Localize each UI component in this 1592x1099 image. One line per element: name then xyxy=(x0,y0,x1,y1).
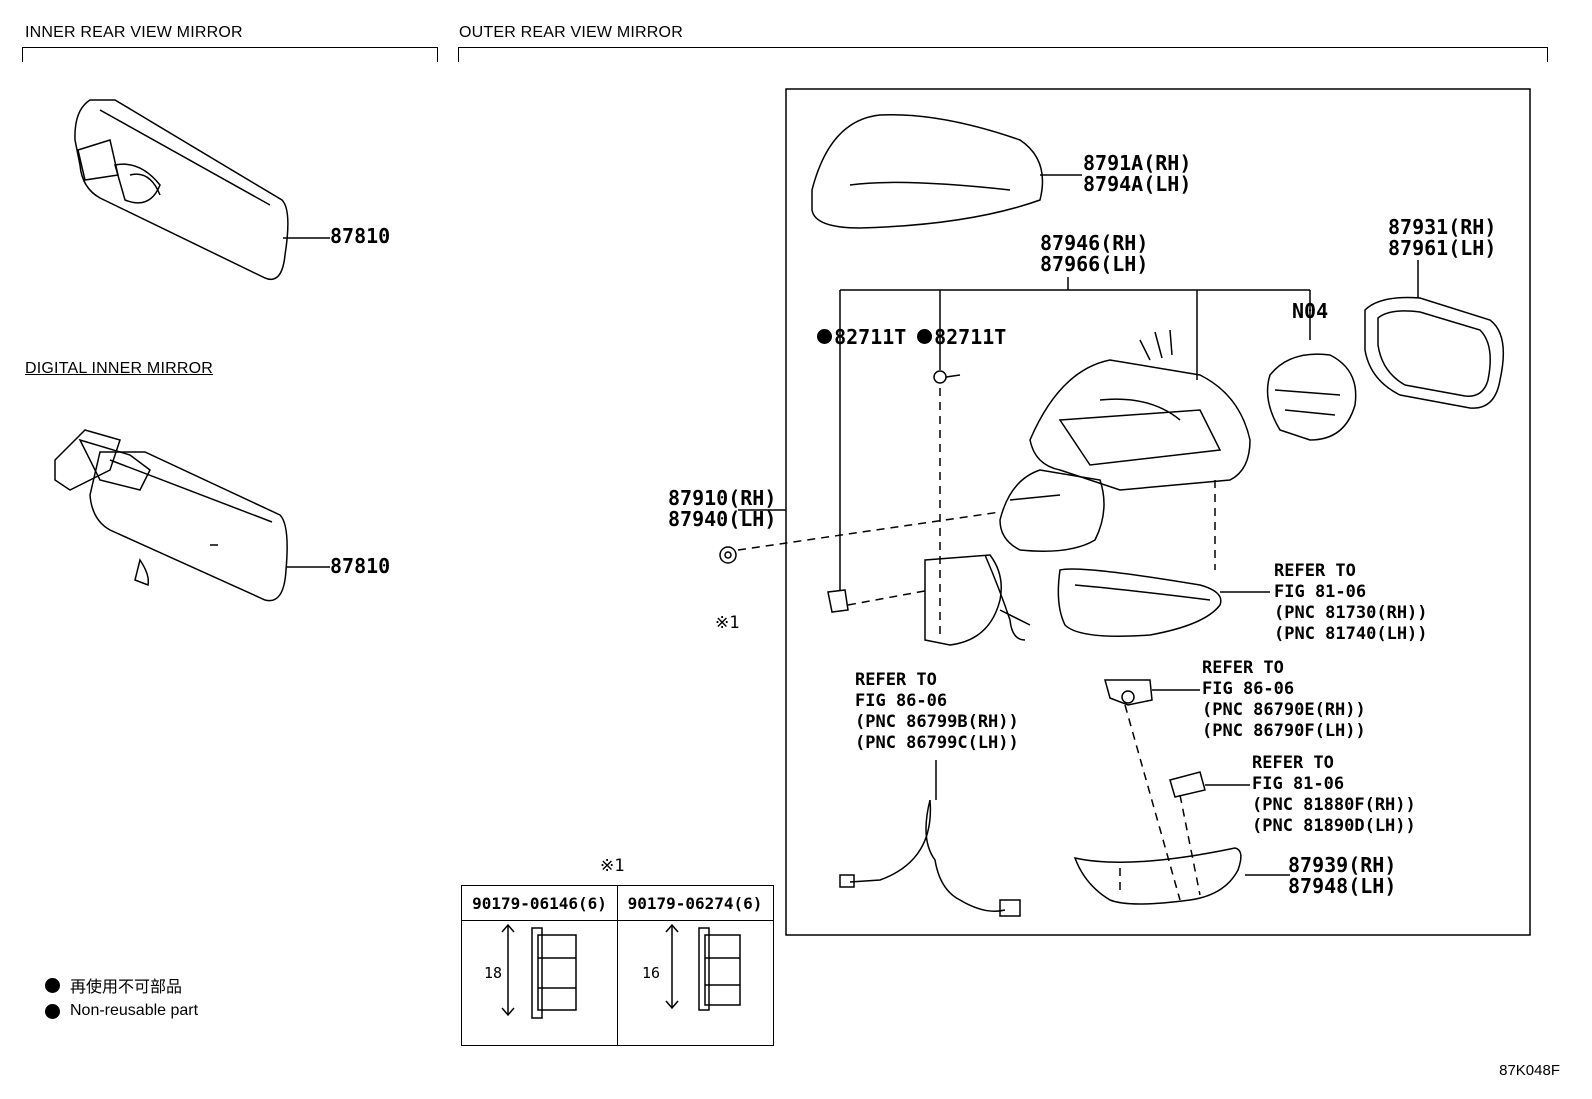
digital-mirror-section-title: DIGITAL INNER MIRROR xyxy=(25,360,214,377)
part-number-mirror-cover[interactable]: 8791A(RH) 8794A(LH) xyxy=(1083,151,1192,196)
legend-text-en: Non-reusable part xyxy=(70,1002,199,1019)
part-number-mirror-sub-assy[interactable]: 87946(RH) 87966(LH) xyxy=(1040,231,1149,276)
mirror-glass-drawing xyxy=(1364,260,1505,409)
digital-mirror-drawing xyxy=(54,429,330,602)
inner-mirror-section-title: INNER REAR VIEW MIRROR xyxy=(25,24,243,41)
bolt-table-divider xyxy=(617,886,618,1045)
part-number-motor[interactable]: N04 xyxy=(1292,299,1329,323)
lamp-drawing xyxy=(1169,771,1250,798)
bolt-dimension-1: 18 xyxy=(484,964,503,982)
turn-signal-drawing xyxy=(1057,568,1270,637)
nut-drawing xyxy=(719,509,786,564)
lower-cover-drawing xyxy=(1073,847,1290,905)
bolt-table: 90179-06146(6) 90179-06274(6) 18 16 xyxy=(461,885,774,1046)
assembly-dashed-lines xyxy=(737,388,1216,901)
motor-drawing xyxy=(1266,353,1357,441)
part-number-mirror-glass[interactable]: 87931(RH) 87961(LH) xyxy=(1388,215,1497,260)
outer-mirror-bracket xyxy=(458,47,1548,62)
legend-row-jp: 再使用不可部品 xyxy=(45,972,198,998)
non-reusable-dot-icon xyxy=(817,329,833,344)
camera-drawing xyxy=(1104,679,1200,706)
wire-harness-drawing xyxy=(839,760,1021,917)
legend: 再使用不可部品 Non-reusable part xyxy=(45,972,198,1024)
reference-wire-harness[interactable]: REFER TO FIG 86-06 (PNC 86799B(RH)) (PNC… xyxy=(855,670,1019,753)
screw-label-1[interactable]: 82711T xyxy=(793,306,906,348)
bolt-dimension-2: 16 xyxy=(642,964,661,982)
bolt-drawings xyxy=(501,923,741,1019)
part-number-lower-cover[interactable]: 87939(RH) 87948(LH) xyxy=(1288,853,1397,898)
reference-camera[interactable]: REFER TO FIG 86-06 (PNC 86790E(RH)) (PNC… xyxy=(1202,658,1366,741)
bolt-table-header-2[interactable]: 90179-06274(6) xyxy=(617,886,773,921)
mirror-cover-drawing xyxy=(811,113,1082,229)
legend-text-jp: 再使用不可部品 xyxy=(70,979,183,996)
bolt-table-header-1[interactable]: 90179-06146(6) xyxy=(462,886,617,921)
non-reusable-dot-icon xyxy=(45,977,60,993)
outer-mirror-frame xyxy=(785,88,1531,936)
note-mark-nut: ※1 xyxy=(715,613,740,633)
mirror-body-drawing xyxy=(827,329,1251,646)
diagram-code: 87K048F xyxy=(1499,1062,1560,1079)
sub-assy-leaders xyxy=(839,277,1311,590)
reference-lamp[interactable]: REFER TO FIG 81-06 (PNC 81880F(RH)) (PNC… xyxy=(1252,753,1416,836)
inner-mirror-bracket xyxy=(22,47,438,62)
part-number-inner-mirror[interactable]: 87810 xyxy=(330,224,391,248)
part-number-outer-mirror[interactable]: 87910(RH) 87940(LH) xyxy=(668,486,777,531)
screw-label-2[interactable]: 82711T xyxy=(893,306,1006,348)
table-note-mark: ※1 xyxy=(600,856,625,876)
inner-mirror-drawing xyxy=(74,99,330,280)
non-reusable-dot-icon xyxy=(45,1003,60,1019)
outer-mirror-section-title: OUTER REAR VIEW MIRROR xyxy=(459,24,683,41)
legend-row-en: Non-reusable part xyxy=(45,998,198,1024)
part-number-digital-mirror[interactable]: 87810 xyxy=(330,554,391,578)
reference-turn-signal[interactable]: REFER TO FIG 81-06 (PNC 81730(RH)) (PNC … xyxy=(1274,561,1428,644)
non-reusable-dot-icon xyxy=(917,329,933,344)
